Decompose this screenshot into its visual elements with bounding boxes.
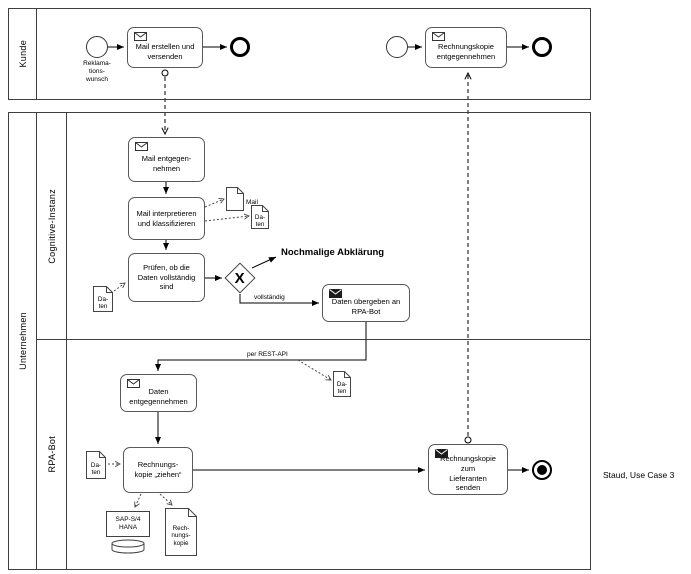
message-icon (134, 32, 147, 41)
data-store-sap-hana: SAP-S/4 HANA (106, 511, 150, 537)
data-object-daten: Da- ten (93, 286, 113, 317)
pool-unternehmen: Unternehmen Cognitive-Instanz RPA-Bot (8, 112, 591, 570)
diagram-caption: Staud, Use Case 3 (603, 470, 675, 480)
message-icon (432, 32, 445, 41)
data-object-mail (226, 187, 244, 216)
data-object-mail-label: Mail (246, 199, 258, 206)
task-rechnungskopie-ziehen: Rechnungs- kopie „ziehen“ (123, 447, 193, 493)
task-daten-uebergeben: Daten übergeben an RPA-Bot (322, 284, 410, 322)
task-daten-entgegennehmen: Daten entgegennehmen (120, 374, 197, 412)
pool-kunde: Kunde (8, 8, 591, 100)
data-object-label: Da- ten (254, 213, 266, 228)
end-event-kunde-2 (532, 37, 552, 57)
data-object-label: Da- ten (336, 380, 348, 395)
task-label: Mail erstellen und versenden (135, 41, 195, 61)
task-mail-entgegennehmen: Mail entgegen- nehmen (128, 137, 205, 182)
lane-cognitive-band: Cognitive-Instanz (37, 113, 67, 339)
start-event-kunde-2 (386, 36, 408, 58)
send-message-icon (329, 289, 342, 298)
flow-label-rest-api: per REST-API (247, 351, 288, 358)
task-pruefen-daten: Prüfen, ob die Daten vollständig sind (128, 253, 205, 302)
task-rechnungskopie-senden: Rechnungskopie zum Lieferanten senden (428, 444, 508, 495)
task-label: Rechnungskopie zum Lieferanten senden (440, 454, 496, 493)
task-label: Daten entgegennehmen (129, 387, 188, 406)
data-object-label: Da- ten (97, 295, 109, 310)
task-label: Mail interpretieren und klassifizieren (136, 208, 197, 228)
terminate-end-event (532, 460, 552, 480)
data-object-daten: Da- ten (251, 205, 269, 234)
data-object-label: Da- ten (90, 461, 102, 476)
data-object-rechnungskopie: Rech- nungs- kopie (165, 508, 197, 561)
pool-unternehmen-band: Unternehmen (9, 113, 37, 569)
lane-rpa-label: RPA-Bot (46, 435, 57, 473)
task-label: Prüfen, ob die Daten vollständig sind (137, 262, 196, 292)
data-object-daten: Da- ten (333, 371, 351, 402)
start-event-reklamationswunsch (86, 36, 108, 58)
annotation-nochmalige-abklaerung: Nochmalige Abklärung (281, 247, 385, 258)
task-label: Rechnungs- kopie „ziehen“ (134, 460, 182, 479)
task-mail-erstellen: Mail erstellen und versenden (127, 27, 203, 68)
pool-unternehmen-label: Unternehmen (17, 312, 28, 370)
pool-kunde-label: Kunde (17, 40, 28, 68)
gateway-x-marker: X (234, 269, 246, 287)
database-cylinder-icon (111, 539, 145, 554)
task-label: Daten übergeben an RPA-Bot (331, 297, 401, 316)
message-icon (135, 142, 148, 151)
lane-cognitive-label: Cognitive-Instanz (46, 188, 57, 264)
send-message-icon (435, 449, 448, 458)
pool-kunde-band: Kunde (9, 9, 37, 99)
end-event-kunde-1 (230, 37, 250, 57)
data-object-daten: Da- ten (86, 451, 106, 484)
data-object-label: Rech- nungs- kopie (171, 525, 191, 547)
start-event-label: Reklama- tions- wunsch (83, 60, 111, 83)
task-mail-interpretieren: Mail interpretieren und klassifizieren (128, 197, 205, 240)
lane-divider (37, 339, 590, 340)
task-rechnungskopie-entgegennehmen: Rechnungskopie entgegennehmen (425, 27, 507, 68)
task-label: Rechnungskopie entgegennehmen (436, 41, 496, 61)
lane-rpa-band: RPA-Bot (37, 339, 67, 569)
terminate-dot (537, 465, 547, 475)
message-icon (127, 379, 140, 388)
task-label: Mail entgegen- nehmen (141, 153, 192, 173)
flow-label-vollstaendig: vollständig (254, 294, 285, 301)
